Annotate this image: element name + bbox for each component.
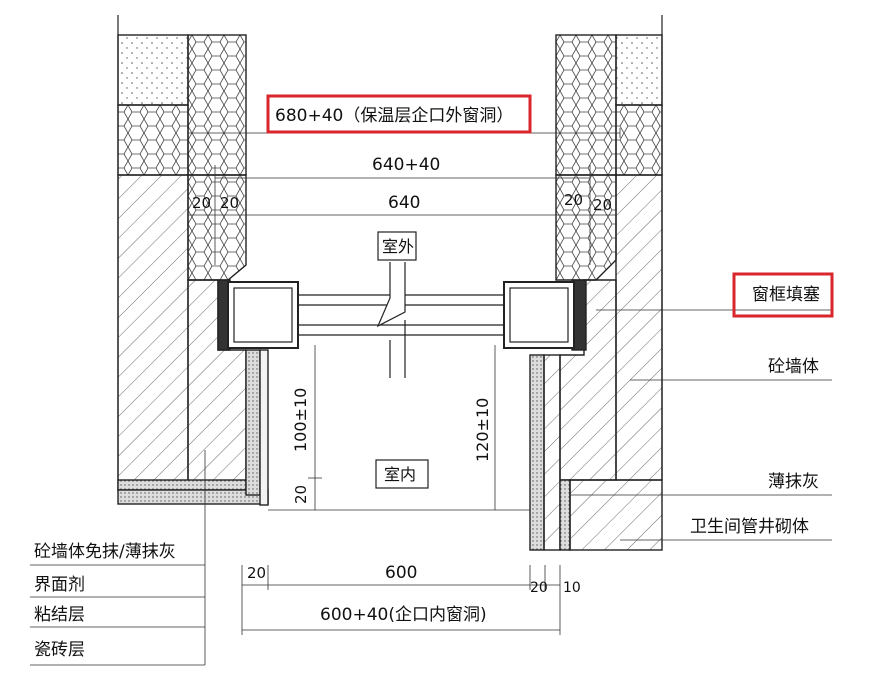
legend-item-tile-layer: 瓷砖层 (34, 640, 85, 660)
highlight-box-insulation-opening (266, 94, 532, 134)
label-thin-plaster: 薄抹灰 (768, 472, 819, 492)
label-dim-10-bottom-right: 10 (563, 580, 581, 596)
window-frame (227, 262, 575, 378)
label-dim-20-top-left-2: 20 (220, 194, 239, 212)
label-dim-600: 600 (385, 563, 417, 583)
label-dim-20-bottom-right: 20 (530, 580, 548, 596)
label-dim-100: 100±10 (291, 388, 310, 452)
label-dim-20-left-vertical: 20 (292, 485, 310, 504)
label-dim-20-top-right-2: 20 (593, 196, 612, 214)
label-inner-opening: 600+40(企口内窗洞) (320, 605, 487, 625)
label-dim-640-40: 640+40 (372, 155, 440, 175)
label-frame-fill: 窗框填塞 (752, 285, 820, 305)
label-bathroom-shaft: 卫生间管井砌体 (690, 517, 809, 537)
left-wall (117, 15, 269, 506)
label-dim-20-bottom-left: 20 (247, 564, 266, 582)
legend-item-interface-agent: 界面剂 (34, 575, 85, 595)
label-dim-120: 120±10 (473, 398, 492, 462)
label-indoor: 室内 (384, 465, 416, 484)
label-concrete-wall: 砼墙体 (768, 357, 819, 377)
label-dim-20-top-left-1: 20 (192, 194, 211, 212)
legend-item-bonding-layer: 粘结层 (34, 605, 85, 625)
label-dim-20-top-right-1: 20 (564, 191, 583, 209)
label-dim-640: 640 (388, 193, 420, 213)
label-outdoor: 室外 (382, 237, 414, 256)
outdoor-label-box (377, 231, 417, 261)
right-wall (529, 15, 663, 551)
dimension-lines (30, 128, 832, 666)
label-insulation-opening: 680+40（保温层企口外窗洞） (275, 106, 513, 126)
legend-item-concrete-plaster: 砼墙体免抹/薄抹灰 (34, 542, 176, 562)
highlight-box-frame-fill (732, 272, 834, 318)
indoor-label-box (375, 459, 429, 489)
